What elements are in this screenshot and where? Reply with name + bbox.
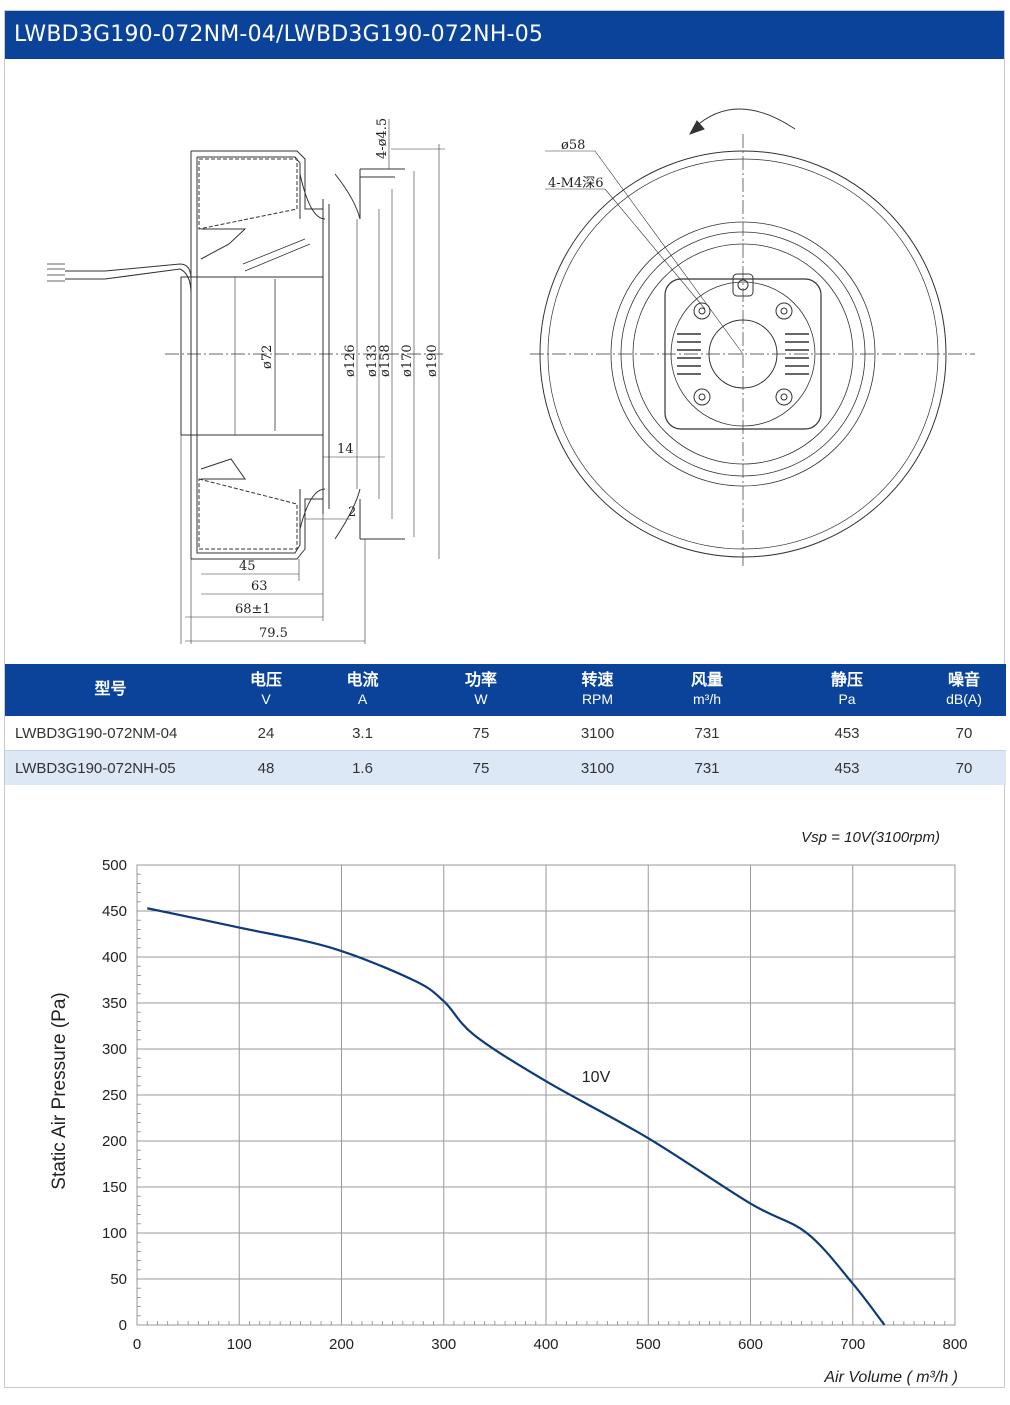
dim-thread-label: 4-M4深6: [548, 176, 604, 191]
table-cell: 731: [642, 716, 772, 751]
x-tick-label: 800: [942, 1336, 967, 1353]
dim-2-label: 2: [348, 505, 356, 520]
y-axis-label: Static Air Pressure (Pa): [49, 992, 70, 1189]
series-label: 10V: [582, 1069, 611, 1086]
chart-ticks: 0 100 200 300 400 500 600 700 800 0 50 100 150 200 250…: [102, 857, 968, 1353]
dim-d133-label: ø133: [365, 344, 380, 377]
table-row: LWBD3G190-072NM-04 24 3.1 75 3100 731 45…: [5, 716, 1006, 751]
y-tick-label: 250: [102, 1087, 127, 1104]
chart-grid: [136, 864, 956, 1326]
dim-45-label: 45: [239, 559, 256, 574]
x-tick-label: 0: [133, 1336, 141, 1353]
y-tick-label: 200: [102, 1133, 127, 1150]
y-tick-label: 500: [102, 857, 127, 874]
x-tick-label: 100: [227, 1336, 252, 1353]
x-tick-label: 200: [329, 1336, 354, 1353]
dim-d170-label: ø170: [400, 344, 415, 377]
y-tick-label: 350: [102, 995, 127, 1012]
x-tick-label: 600: [738, 1336, 763, 1353]
y-tick-label: 450: [102, 903, 127, 920]
dim-63-label: 63: [251, 579, 268, 594]
table-cell: 24: [216, 716, 316, 751]
front-view-labels: ø58 4-M4深6: [548, 138, 604, 191]
x-axis-label: Air Volume ( m³/h ): [823, 1369, 958, 1386]
performance-chart: 0 100 200 300 400 500 600 700 800 0 50 100 150 200 250…: [5, 778, 1006, 1389]
y-tick-label: 150: [102, 1179, 127, 1196]
spec-sheet: LWBD3G190-072NM-04/LWBD3G190-072NH-05: [4, 10, 1006, 1389]
y-tick-label: 0: [119, 1317, 127, 1334]
y-tick-label: 100: [102, 1225, 127, 1242]
chart-series: 10V: [146, 907, 886, 1326]
table-cell: 453: [772, 750, 922, 785]
dim-68-label: 68±1: [235, 602, 271, 617]
side-view-labels: 4-ø4.5 ø72 ø126 ø133 ø158 ø170 ø190 14 2…: [235, 118, 440, 641]
y-tick-label: 300: [102, 1041, 127, 1058]
x-tick-label: 400: [533, 1336, 558, 1353]
table-cell: 3.1: [316, 716, 409, 751]
dim-d126-label: ø126: [343, 344, 358, 377]
side-view: [47, 119, 445, 644]
table-cell: 75: [409, 716, 553, 751]
dimension-drawing: 4-ø4.5 ø72 ø126 ø133 ø158 ø170 ø190 14 2…: [5, 59, 1006, 664]
table-cell: 48: [216, 750, 316, 785]
table-row: LWBD3G190-072NH-05 48 1.6 75 3100 731 45…: [5, 750, 1006, 785]
table-cell: 70: [922, 716, 1006, 751]
y-tick-label: 50: [110, 1271, 127, 1288]
table-cell: LWBD3G190-072NH-05: [5, 750, 216, 785]
table-cell: 75: [409, 750, 553, 785]
table-cell: 70: [922, 750, 1006, 785]
chart-annotation: Vsp = 10V(3100rpm): [801, 829, 940, 846]
series-line: [146, 907, 886, 1326]
table-cell: 3100: [553, 716, 642, 751]
table-cell: 731: [642, 750, 772, 785]
front-view: [530, 108, 975, 569]
table-cell: 3100: [553, 750, 642, 785]
table-cell: 453: [772, 716, 922, 751]
dim-79-label: 79.5: [259, 626, 288, 641]
x-tick-label: 500: [636, 1336, 661, 1353]
table-cell: 1.6: [316, 750, 409, 785]
dim-d190-label: ø190: [425, 344, 440, 377]
dim-hole-label: 4-ø4.5: [375, 118, 390, 159]
page-title: LWBD3G190-072NM-04/LWBD3G190-072NH-05: [5, 11, 1004, 59]
col-header-model: 型号: [5, 664, 216, 716]
dim-d58-label: ø58: [561, 138, 585, 153]
y-tick-label: 400: [102, 949, 127, 966]
table-cell: LWBD3G190-072NM-04: [5, 716, 216, 751]
dim-14-label: 14: [337, 442, 354, 457]
x-tick-label: 300: [431, 1336, 456, 1353]
dim-d72-label: ø72: [260, 345, 275, 369]
dim-d158-label: ø158: [378, 344, 393, 377]
x-tick-label: 700: [840, 1336, 865, 1353]
